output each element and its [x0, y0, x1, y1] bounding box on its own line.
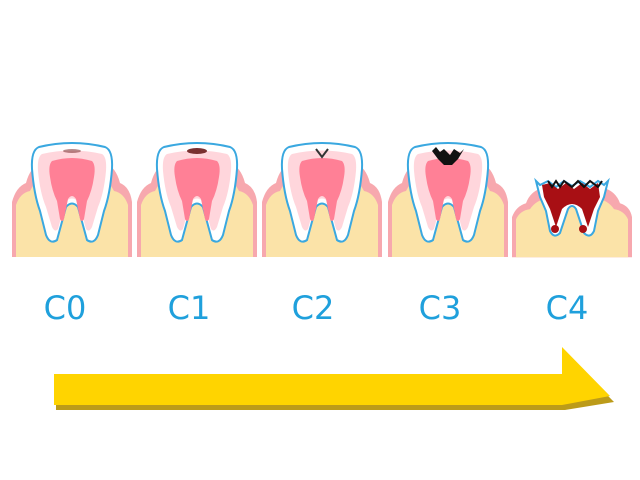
stage-label-c4: C4 [545, 289, 589, 327]
tooth-c4 [512, 177, 632, 258]
tooth-c3 [388, 142, 508, 257]
tooth-c2 [262, 142, 382, 257]
progression-arrow-icon [54, 347, 614, 410]
stage-label-c2: C2 [291, 289, 335, 327]
tooth-c0 [12, 142, 132, 257]
tooth-c1 [137, 142, 257, 257]
early-lesion-mark [63, 149, 81, 153]
infected-pulp-mark [542, 183, 600, 227]
pulp-caries-mark [432, 147, 464, 165]
stage-label-c0: C0 [43, 289, 87, 327]
dentin-caries-mark [315, 148, 329, 159]
stage-label-c3: C3 [418, 289, 462, 327]
enamel-caries-mark [187, 148, 207, 154]
stage-label-c1: C1 [167, 289, 211, 327]
